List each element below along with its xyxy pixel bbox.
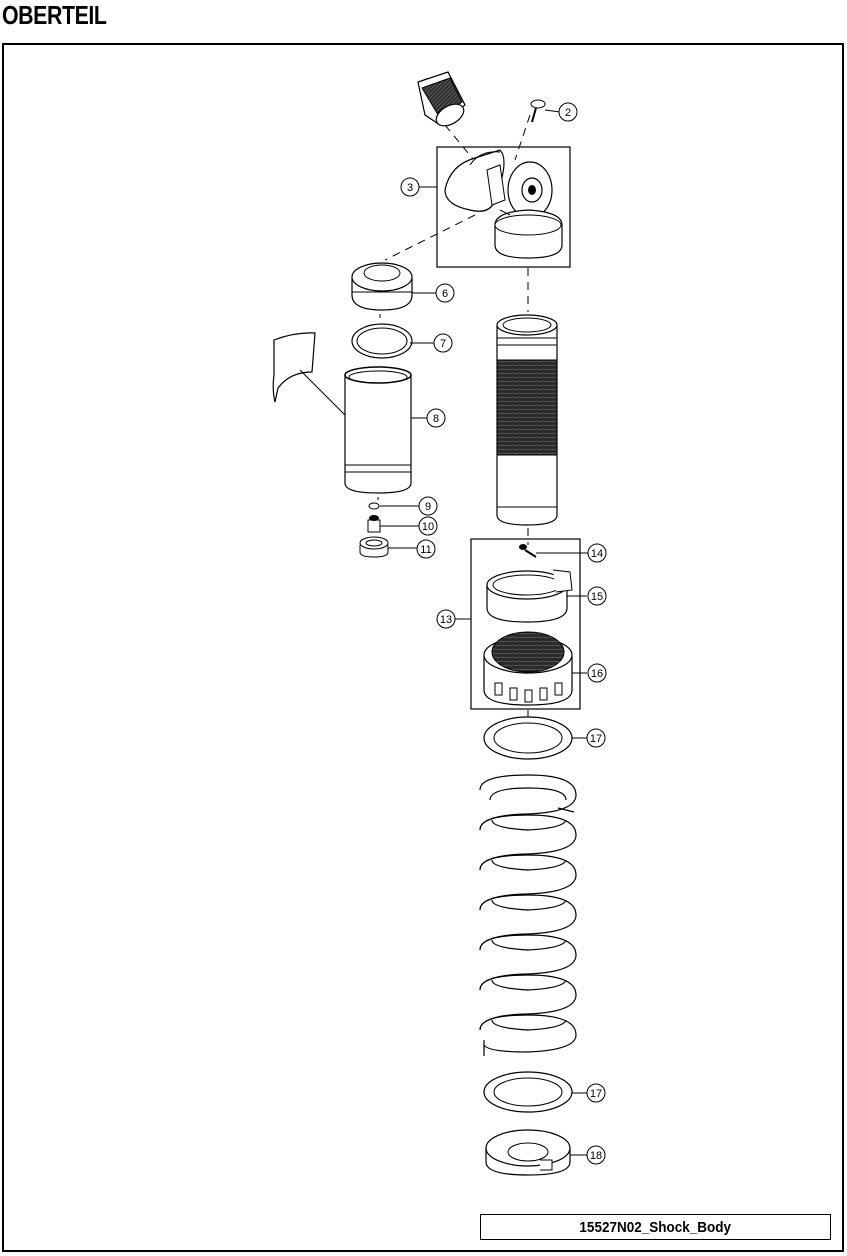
- spring-washer-17-bottom: [483, 1071, 573, 1113]
- reservoir-body-part-8: [272, 332, 412, 494]
- reservoir-head-assembly: [436, 146, 571, 268]
- callout-3: 3: [400, 177, 420, 197]
- callout-16: 16: [587, 663, 607, 683]
- svg-text:18: 18: [590, 1150, 602, 1162]
- screw-part-2: [530, 99, 546, 123]
- svg-text:17: 17: [590, 733, 602, 745]
- reservoir-cap-part-6: [351, 262, 413, 311]
- svg-text:10: 10: [422, 521, 434, 533]
- adjuster-knob-part: [417, 71, 466, 127]
- page-title: OBERTEIL: [2, 0, 107, 30]
- collar-assembly-box-13: [470, 538, 581, 710]
- callout-9: 9: [418, 496, 438, 516]
- callout-11: 11: [416, 539, 436, 559]
- callout-10: 10: [418, 516, 438, 536]
- figure-caption-box: 15527N02_Shock_Body: [480, 1214, 831, 1240]
- callout-bubbles: 2 3 6 7 8 9 10 11 13 14 15 16 17 17 18: [400, 102, 607, 1165]
- svg-text:2: 2: [565, 107, 571, 119]
- callout-7: 7: [433, 333, 453, 353]
- callout-15: 15: [587, 586, 607, 606]
- callout-14: 14: [587, 543, 607, 563]
- svg-text:8: 8: [433, 413, 439, 425]
- svg-text:17: 17: [590, 1088, 602, 1100]
- callout-18: 18: [586, 1145, 606, 1165]
- diagram-frame: [2, 43, 844, 1252]
- callout-8: 8: [426, 408, 446, 428]
- spring-seat-part-18: [485, 1129, 571, 1176]
- coil-spring: [479, 774, 577, 1056]
- callout-6: 6: [435, 283, 455, 303]
- callout-2: 2: [558, 102, 578, 122]
- svg-text:9: 9: [425, 501, 431, 513]
- svg-text:13: 13: [440, 614, 452, 626]
- svg-text:11: 11: [420, 544, 431, 556]
- svg-text:16: 16: [591, 668, 603, 680]
- svg-text:7: 7: [440, 338, 446, 350]
- svg-text:14: 14: [591, 548, 603, 560]
- callout-leaders: [299, 109, 588, 1156]
- figure-caption: 15527N02_Shock_Body: [579, 1218, 732, 1236]
- callout-13: 13: [436, 609, 456, 629]
- svg-text:6: 6: [442, 288, 448, 300]
- spring-washer-17-top: [483, 716, 573, 760]
- svg-text:3: 3: [407, 182, 413, 194]
- o-ring-part-7: [351, 323, 413, 359]
- shock-body-main: [496, 314, 558, 526]
- callout-17-top: 17: [586, 728, 606, 748]
- svg-text:15: 15: [591, 591, 603, 603]
- callout-17-bottom: 17: [586, 1083, 606, 1103]
- small-parts-9-11: [359, 502, 389, 558]
